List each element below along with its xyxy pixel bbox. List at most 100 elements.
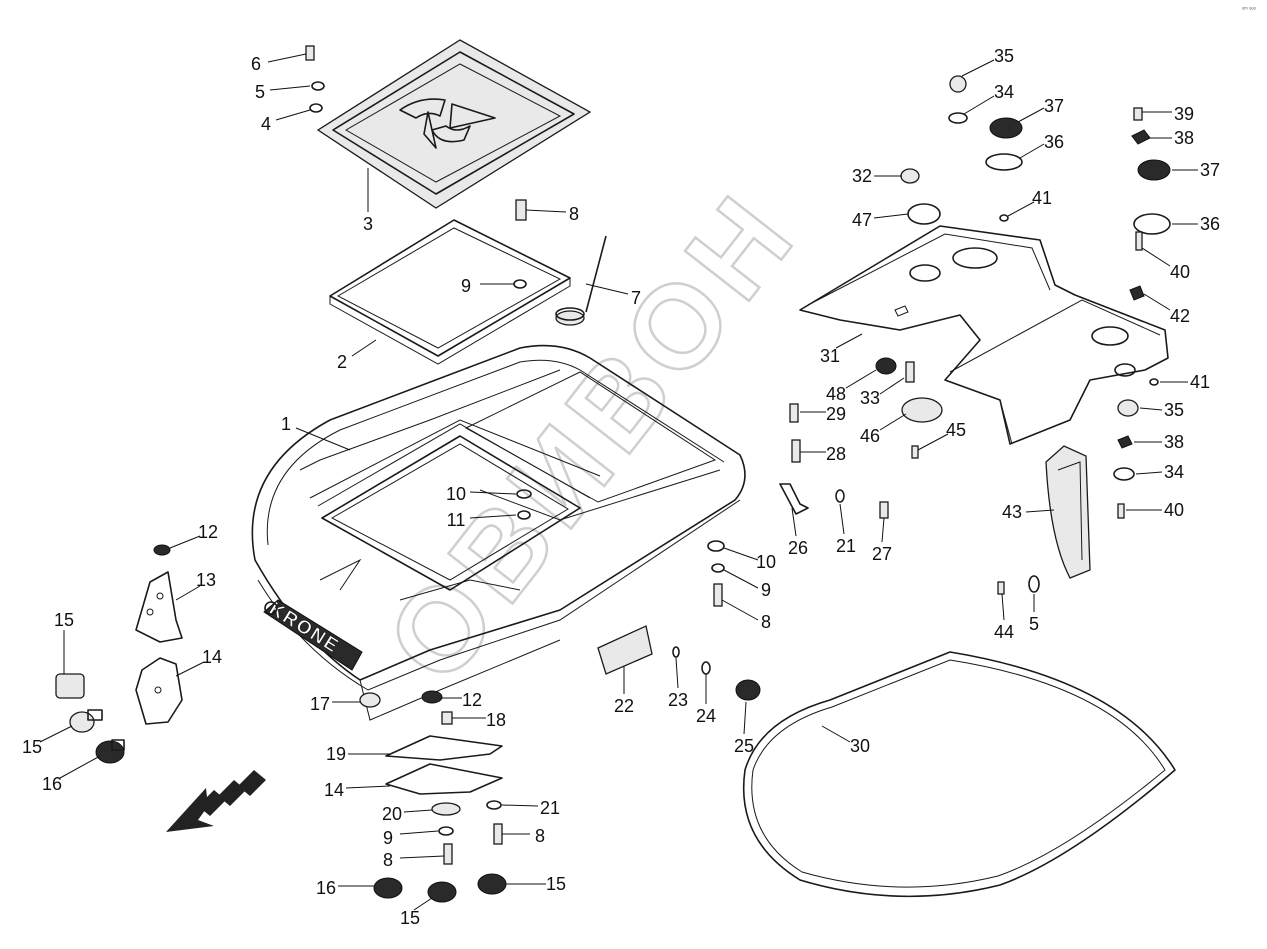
callout-number: 10 <box>446 484 466 504</box>
callout-number: 8 <box>383 850 393 870</box>
leader-line <box>1001 593 1005 621</box>
leader-line <box>269 85 311 91</box>
leader-line <box>743 701 747 735</box>
leader-line <box>879 413 907 431</box>
leader-line <box>839 503 845 535</box>
callout-number: 14 <box>202 647 222 667</box>
callout-number: 21 <box>540 798 560 818</box>
leader-line <box>59 755 101 779</box>
callout-number: 26 <box>788 538 808 558</box>
callout-number: 4 <box>261 114 271 134</box>
callout-number: 1 <box>281 414 291 434</box>
callout-number: 28 <box>826 444 846 464</box>
leader-line <box>501 804 539 807</box>
leader-line <box>723 569 759 589</box>
callout-number: 7 <box>631 288 641 308</box>
part-hatch-cover <box>316 39 592 209</box>
callout-number: 30 <box>850 736 870 756</box>
callout-number: 42 <box>1170 306 1190 326</box>
callout-number: 33 <box>860 388 880 408</box>
callout-number: 35 <box>1164 400 1184 420</box>
callout-number: 15 <box>22 737 42 757</box>
callout-number: 37 <box>1200 160 1220 180</box>
part-center-small-parts <box>153 45 1171 701</box>
callout-number: 23 <box>668 690 688 710</box>
callout-number: 40 <box>1170 262 1190 282</box>
leader-line <box>881 517 885 543</box>
callout-number: 6 <box>251 54 261 74</box>
leader-line <box>879 377 905 395</box>
callout-number: 41 <box>1032 188 1052 208</box>
leader-line <box>403 809 433 813</box>
callout-number: 10 <box>756 552 776 572</box>
callout-number: 24 <box>696 706 716 726</box>
callout-number: 9 <box>461 276 471 296</box>
part-bracket-14-left <box>135 657 183 725</box>
callout-number: 5 <box>1029 614 1039 634</box>
leader-line <box>351 339 377 357</box>
callout-number: 5 <box>255 82 265 102</box>
callout-number: 34 <box>1164 462 1184 482</box>
leader-line <box>399 830 439 835</box>
leader-line <box>723 547 759 561</box>
leader-line <box>525 209 567 213</box>
leader-line <box>399 855 445 859</box>
callout-number: 14 <box>324 780 344 800</box>
leader-line <box>791 507 797 537</box>
part-antenna-clip <box>555 235 607 326</box>
callout-number: 38 <box>1164 432 1184 452</box>
leader-line <box>585 283 629 295</box>
leader-line <box>345 785 391 789</box>
leader-line <box>469 491 517 495</box>
part-lamp-group-left <box>55 673 125 764</box>
leader-line <box>1025 509 1055 513</box>
callout-number: 39 <box>1174 104 1194 124</box>
leader-line <box>835 333 863 349</box>
leader-line <box>1135 471 1163 475</box>
callout-number: 17 <box>310 694 330 714</box>
leader-line <box>1143 293 1171 311</box>
callout-number: 20 <box>382 804 402 824</box>
leader-line <box>169 535 201 549</box>
callout-number: 34 <box>994 82 1014 102</box>
callout-number: 3 <box>363 214 373 234</box>
leader-line <box>275 109 311 121</box>
callout-number: 16 <box>316 878 336 898</box>
callout-number: 44 <box>994 622 1014 642</box>
leader-line <box>845 369 877 389</box>
callout-number: 12 <box>462 690 482 710</box>
callout-number: 18 <box>486 710 506 730</box>
part-roof-liner <box>799 225 1169 445</box>
leader-line <box>821 725 851 743</box>
leader-line <box>917 433 949 451</box>
callout-number: 22 <box>614 696 634 716</box>
leader-line <box>1017 107 1045 123</box>
callout-number: 43 <box>1002 502 1022 522</box>
part-bottom-small-parts <box>359 690 507 903</box>
leader-line <box>1141 247 1171 267</box>
callout-number: 21 <box>836 536 856 556</box>
callout-number: 41 <box>1190 372 1210 392</box>
callout-number: 8 <box>535 826 545 846</box>
callout-number: 46 <box>860 426 880 446</box>
part-big-gasket <box>742 651 1176 898</box>
leader-line <box>267 53 307 63</box>
callout-number: 16 <box>42 774 62 794</box>
callout-number: 13 <box>196 570 216 590</box>
callout-number: 47 <box>852 210 872 230</box>
callout-number: 25 <box>734 736 754 756</box>
leader-line <box>175 585 201 601</box>
callout-number: 31 <box>820 346 840 366</box>
leader-line <box>675 657 679 689</box>
part-gasket-frame <box>329 219 571 365</box>
leader-line <box>469 514 517 519</box>
callout-number: 15 <box>400 908 420 928</box>
leader-line <box>39 725 73 743</box>
leader-line <box>413 897 433 911</box>
callout-number: 48 <box>826 384 846 404</box>
callout-number: 36 <box>1044 132 1064 152</box>
callout-number: 40 <box>1164 500 1184 520</box>
callout-number: 8 <box>569 204 579 224</box>
